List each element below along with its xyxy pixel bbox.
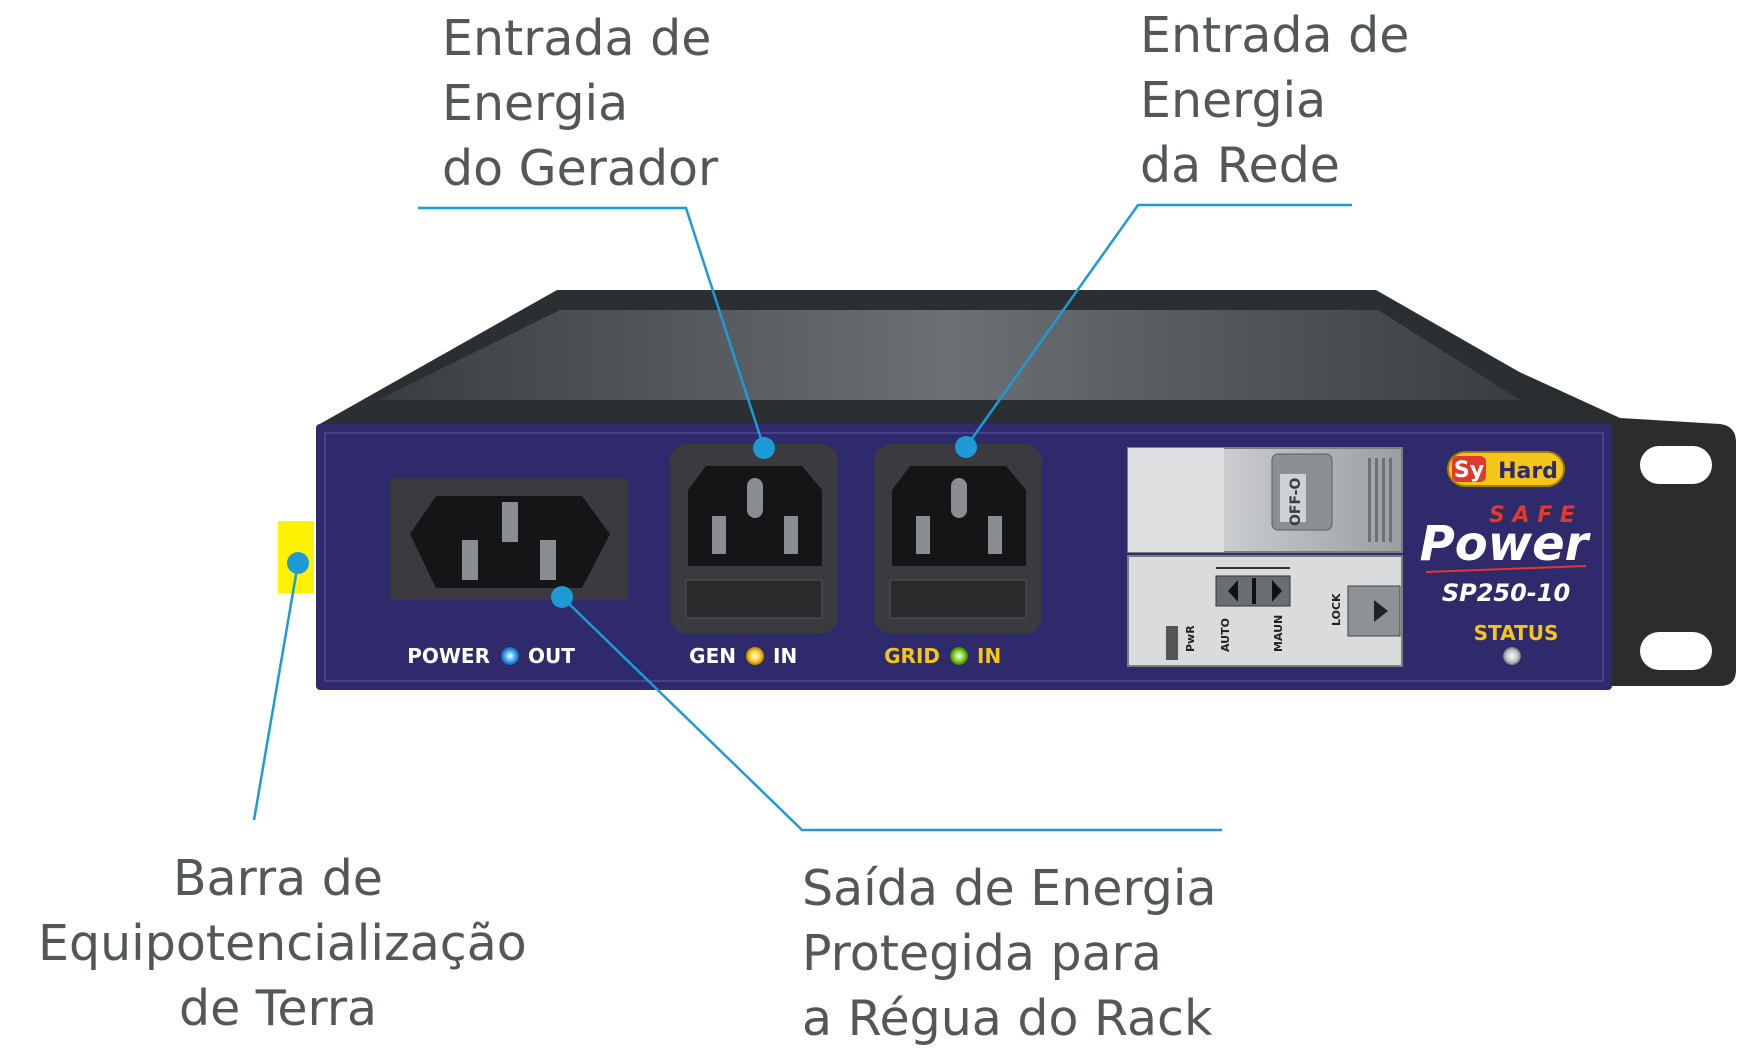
status-label: STATUS [1474,621,1559,645]
switch-label-lock: LOCK [1330,593,1343,626]
switch-label-auto: AUTO [1219,618,1232,652]
generator-input-socket [670,444,838,634]
grid-input-socket [874,444,1042,634]
callout-protected-output: Saída de Energia Protegida para a Régua … [802,856,1216,1051]
callout-ground-bar: Barra de Equipotencialização de Terra [38,846,527,1041]
rack-ear-hole-bottom [1640,632,1712,670]
callout-grid-input: Entrada de Energia da Rede [1140,3,1409,198]
transfer-switch-panel: PwR AUTO MAUN LOCK [1127,555,1403,667]
generator-label-left: GEN [689,644,736,668]
output-label-right: OUT [528,644,575,668]
output-led [501,647,519,665]
callout-output-line-3: a Régua do Rack [802,990,1213,1047]
circuit-breaker: OFF-O [1127,447,1403,553]
product-underline [1425,565,1587,573]
product-power: Power [1420,516,1592,572]
rack-ear-hole-top [1640,446,1712,484]
leader-line-ground [252,562,300,821]
callout-grid-line-2: Energia [1140,72,1327,129]
leader-dot-ground [287,552,309,574]
callout-generator-line-3: do Gerador [442,140,719,197]
product-safe: S A F E [1489,503,1575,528]
breaker-label: OFF-O [1288,478,1304,526]
svg-text:Sy: Sy [1454,458,1484,483]
leader-dot-grid [955,436,977,458]
model-label: SP250-10 [1442,579,1570,607]
chassis-top-surface [378,310,1520,400]
grid-label-right: IN [977,644,1001,668]
grid-led [950,647,968,665]
leader-dot-generator [753,437,775,459]
front-panel-inner-border [324,432,1604,682]
leader-dot-output [551,586,573,608]
svg-text:Hard: Hard [1498,459,1558,484]
grid-label-left: GRID [884,644,940,668]
callout-output-line-1: Saída de Energia [802,860,1217,917]
callout-grid-line-3: da Rede [1140,137,1340,194]
callout-generator-line-1: Entrada de [442,10,712,67]
callout-ground-line-2: Equipotencialização [38,915,527,972]
brand-logo: Sy Hard [1447,451,1565,487]
callout-grid-line-1: Entrada de [1140,7,1410,64]
callout-generator-line-2: Energia [442,75,629,132]
output-socket [390,478,628,600]
generator-label-right: IN [773,644,797,668]
callout-generator-input: Entrada de Energia do Gerador [442,6,718,201]
callout-output-line-2: Protegida para [802,925,1162,982]
status-led [1503,647,1521,665]
leader-line-output [561,596,1222,832]
leader-line-generator [418,206,766,449]
switch-label-pwr: PwR [1184,625,1197,652]
callout-ground-line-3: de Terra [178,980,378,1037]
callout-ground-line-1: Barra de [173,850,383,907]
output-label-left: POWER [407,644,490,668]
generator-led [746,647,764,665]
leader-line-grid [964,203,1352,448]
switch-label-maun: MAUN [1272,615,1285,652]
